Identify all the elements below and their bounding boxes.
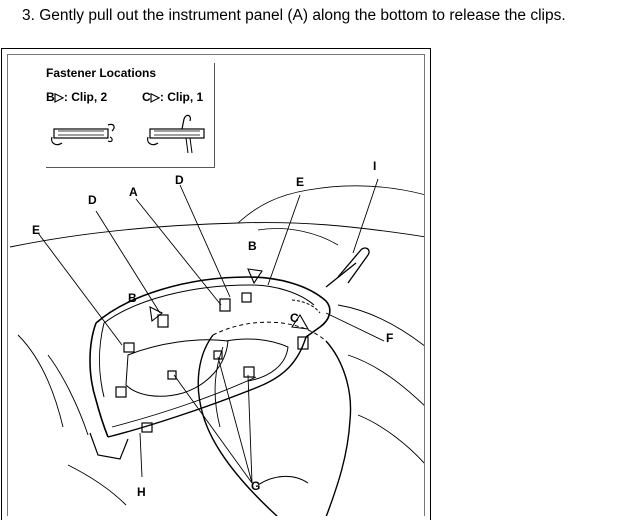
callout-d-left: D [88,193,97,207]
diagram-area: Fastener Locations B▷: Clip, 2 C▷: Clip,… [7,54,425,516]
clip-b-icon [51,123,115,146]
callout-e-left: E [32,223,41,237]
fastener-legend: Fastener Locations B▷: Clip, 2 C▷: Clip,… [46,63,215,168]
instruction-text: 3. Gently pull out the instrument panel … [22,7,566,24]
callout-c: C [290,311,299,325]
callout-b-upper: B [248,239,257,253]
instrument-panel-illustration [9,178,424,516]
callout-f: F [386,331,394,345]
callout-b-left: B [128,291,137,305]
legend-clip-c: C▷: Clip, 1 [142,90,204,104]
callout-d-top: D [175,173,184,187]
callout-h: H [137,485,146,499]
figure-frame: Fastener Locations B▷: Clip, 2 C▷: Clip,… [1,48,431,520]
callout-i: I [373,159,377,173]
callout-a: A [129,185,138,199]
legend-title: Fastener Locations [46,66,157,80]
legend-clip-b: B▷: Clip, 2 [46,90,108,104]
clip-c-icon [147,114,205,154]
callout-e-top: E [296,175,305,189]
callout-g: G [251,479,261,493]
